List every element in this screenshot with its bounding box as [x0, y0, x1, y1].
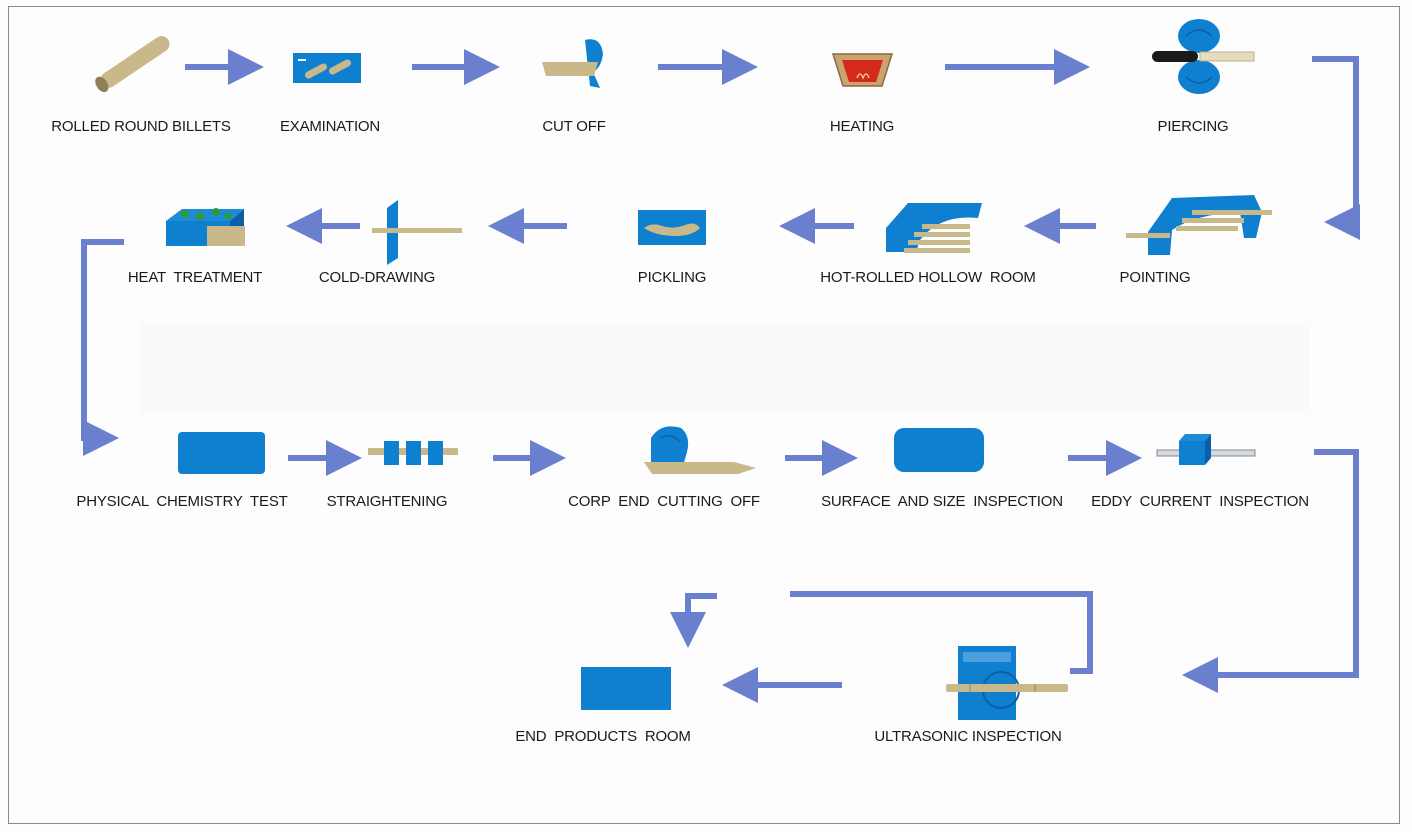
saw-cutter-icon: [542, 39, 603, 88]
step-label-examination: EXAMINATION: [279, 118, 381, 135]
flow-connector: [1182, 449, 1359, 693]
ultrasonic-tester-icon: [946, 646, 1068, 720]
step-label-straightening: STRAIGHTENING: [326, 493, 448, 510]
furnace-icon: [831, 53, 894, 87]
diagram-frame: [8, 6, 1400, 824]
examination-icon: [293, 53, 361, 83]
flow-connector: [670, 593, 717, 648]
step-label-eddy-current-inspection: EDDY CURRENT INSPECTION: [1091, 493, 1309, 510]
heat-treatment-furnace-icon: [166, 208, 245, 246]
eddy-current-probe-icon: [1156, 434, 1256, 465]
step-label-heat-treatment: HEAT TREATMENT: [127, 269, 263, 286]
step-label-pointing: POINTING: [1119, 269, 1191, 286]
step-label-ultrasonic-inspection: ULTRASONIC INSPECTION: [874, 728, 1062, 745]
hollow-room-icon: [886, 203, 982, 253]
warehouse-icon: [581, 667, 671, 710]
flow-connector: [790, 591, 1093, 674]
step-label-cut-off: CUT OFF: [542, 118, 606, 135]
step-label-hot-rolled-hollow-room: HOT-ROLLED HOLLOW ROOM: [820, 269, 1036, 286]
step-label-rolled-round-billets: ROLLED ROUND BILLETS: [51, 118, 231, 135]
step-label-piercing: PIERCING: [1157, 118, 1229, 135]
step-label-pickling: PICKLING: [637, 269, 707, 286]
step-label-physical-chemistry-test: PHYSICAL CHEMISTRY TEST: [76, 493, 288, 510]
background-band: [140, 322, 1310, 414]
test-lab-icon: [178, 432, 265, 474]
straightener-icon: [368, 441, 458, 465]
billet-icon: [95, 36, 170, 93]
inspection-station-icon: [894, 428, 984, 472]
flow-connector: [81, 239, 124, 456]
step-label-cold-drawing: COLD-DRAWING: [318, 269, 436, 286]
pointing-machine-icon: [1126, 195, 1272, 255]
step-label-corp-end-cutting-off: CORP END CUTTING OFF: [568, 493, 760, 510]
end-cutter-icon: [644, 426, 756, 474]
piercing-mill-icon: [1152, 19, 1255, 94]
pickling-tank-icon: [638, 210, 706, 245]
step-label-heating: HEATING: [829, 118, 895, 135]
step-label-end-products-room: END PRODUCTS ROOM: [515, 728, 691, 745]
step-label-surface-and-size-inspection: SURFACE AND SIZE INSPECTION: [821, 493, 1063, 510]
drawing-die-icon: [372, 200, 462, 265]
flow-connector: [1312, 56, 1360, 240]
